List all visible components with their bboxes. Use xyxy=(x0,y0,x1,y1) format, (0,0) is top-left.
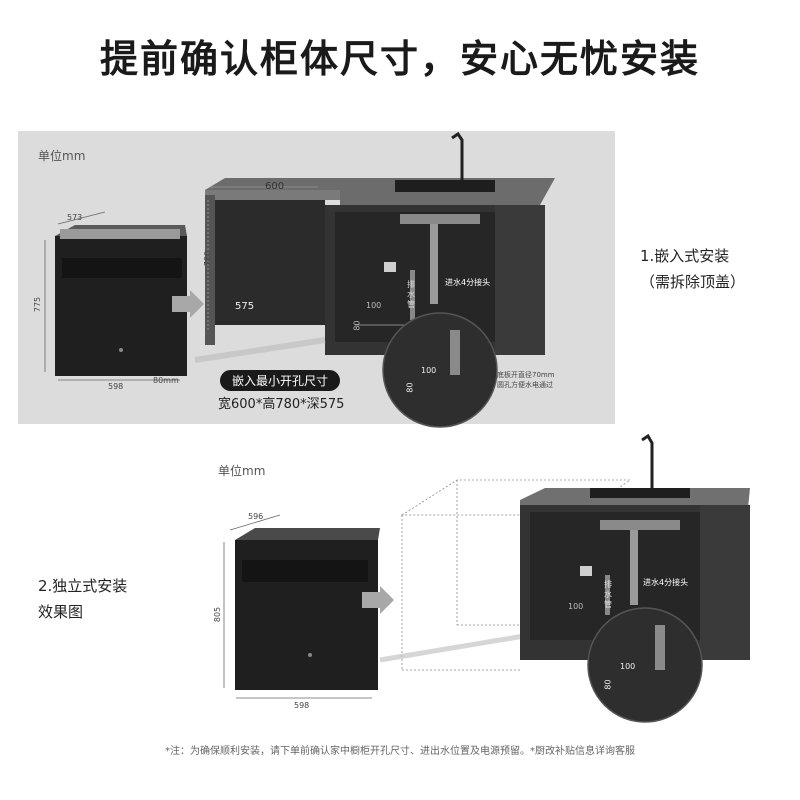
zoom-dim-b: 80 xyxy=(405,382,415,393)
hole-note: 底板开直径70mm圆孔方便水电通过 xyxy=(497,371,555,389)
zoom-circle xyxy=(587,607,703,723)
dim-outlet-a: 100 xyxy=(568,602,584,611)
install-mode-freestanding: 2.独立式安装 效果图 xyxy=(38,573,127,625)
dishwasher-freestanding xyxy=(235,528,380,690)
dim-height: 805 xyxy=(213,606,223,623)
space-outline xyxy=(400,479,632,671)
faucet xyxy=(641,433,654,488)
inlet-label: 进水4分接头 xyxy=(643,578,689,587)
unit-label: 单位mm xyxy=(218,464,266,478)
dim-bottom-width: 598 xyxy=(108,382,124,391)
drain-label: 排水管 xyxy=(407,280,415,309)
install-mode-note: （需拆除顶盖） xyxy=(640,273,746,291)
dim-outlet-a: 100 xyxy=(366,301,382,310)
dishwasher-embedded xyxy=(55,225,187,376)
install-mode-embedded: 1.嵌入式安装 （需拆除顶盖） xyxy=(640,243,745,295)
zoom-circle xyxy=(382,312,498,428)
zoom-dim-b: 80 xyxy=(603,679,613,690)
zoom-dim-a: 100 xyxy=(421,366,437,375)
power-outlet xyxy=(384,262,396,272)
sink xyxy=(590,488,690,498)
inlet-label: 进水4分接头 xyxy=(445,278,491,287)
install-mode-title: 2.独立式安装 xyxy=(38,577,128,595)
faucet xyxy=(451,131,464,180)
power-outlet xyxy=(580,566,592,576)
page-title: 提前确认柜体尺寸，安心无忧安装 xyxy=(99,37,700,81)
drain-label: 排水管 xyxy=(604,580,612,609)
dim-outlet-b: 80 xyxy=(352,320,362,331)
sink xyxy=(395,180,495,192)
install-mode-note: 效果图 xyxy=(38,603,84,621)
arrow-right-icon xyxy=(172,290,204,318)
dishwasher-body xyxy=(55,236,187,376)
min-cutout-size: 宽600*高780*深575 xyxy=(218,397,345,412)
dim-cabinet-width: 600 xyxy=(265,181,285,192)
dim-width-top: 596 xyxy=(248,512,264,521)
zoom-dim-a: 100 xyxy=(620,662,636,671)
cabinet-embedded xyxy=(205,131,555,355)
unit-label: 单位mm xyxy=(38,149,86,163)
footnote: *注：为确保顺利安装，请下单前确认家中橱柜开孔尺寸、进出水位置及电源预留。*厨改… xyxy=(165,746,635,757)
dim-height: 775 xyxy=(33,296,43,313)
dim-cabinet-depth: 575 xyxy=(235,301,255,312)
dim-gap: 80mm xyxy=(153,376,179,385)
min-cutout-badge: 嵌入最小开孔尺寸 xyxy=(220,370,341,391)
dim-bottom-width: 598 xyxy=(294,701,310,710)
arrow-right-icon xyxy=(362,586,394,614)
install-mode-title: 1.嵌入式安装 xyxy=(640,247,730,265)
dim-cabinet-height: 780 xyxy=(203,250,213,267)
dim-width-top: 573 xyxy=(67,213,83,222)
